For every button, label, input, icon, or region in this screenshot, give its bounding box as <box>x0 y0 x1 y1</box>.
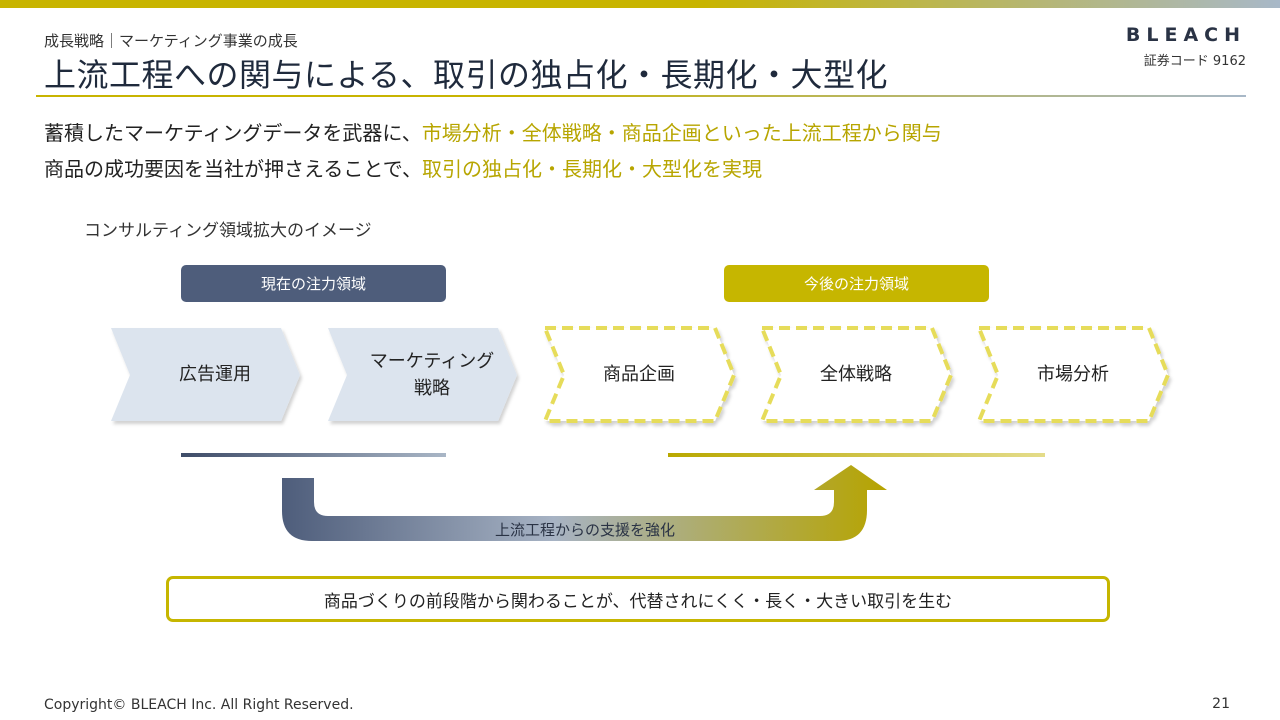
stage-chevron-0 <box>111 328 300 421</box>
stage-chevron-2 <box>542 326 737 423</box>
future-focus-badge: 今後の注力領域 <box>724 265 989 302</box>
current-focus-badge: 現在の注力領域 <box>181 265 446 302</box>
stage-chevron-1 <box>328 328 517 421</box>
company-logo: BLEACH <box>1125 24 1246 46</box>
support-arrow <box>282 465 887 541</box>
lead-line-1-highlight: 市場分析・全体戦略・商品企画といった上流工程から関与 <box>421 121 942 145</box>
lead-line-2-text: 商品の成功要因を当社が押さえることで、 <box>44 157 422 181</box>
diagram-subtitle: コンサルティング領域拡大のイメージ <box>84 221 372 241</box>
stage-chevron-4 <box>976 326 1171 423</box>
lead-line-1: 蓄積したマーケティングデータを武器に、市場分析・全体戦略・商品企画といった上流工… <box>44 117 942 146</box>
stage-label-4: 市場分析 <box>1037 364 1109 385</box>
conclusion-box: 商品づくりの前段階から関わることが、代替されにくく・長く・大きい取引を生む <box>166 576 1110 622</box>
conclusion-text: 商品づくりの前段階から関わることが、代替されにくく・長く・大きい取引を生む <box>323 591 953 612</box>
stage-label-2: 商品企画 <box>603 364 675 385</box>
stage-label-3: 全体戦略 <box>820 364 892 385</box>
title-divider <box>36 95 1246 97</box>
current-range-line <box>181 453 446 457</box>
page-number: 21 <box>1212 696 1230 712</box>
support-arrow-label: 上流工程からの支援を強化 <box>494 520 675 539</box>
lead-line-2: 商品の成功要因を当社が押さえることで、取引の独占化・長期化・大型化を実現 <box>44 153 762 182</box>
stage-label-0: 広告運用 <box>179 364 251 385</box>
lead-line-1-text: 蓄積したマーケティングデータを武器に、 <box>44 121 422 145</box>
page-title: 上流工程への関与による、取引の独占化・長期化・大型化 <box>44 56 889 94</box>
future-range-line <box>668 453 1045 457</box>
lead-line-2-highlight: 取引の独占化・長期化・大型化を実現 <box>422 157 762 181</box>
copyright: Copyright© BLEACH Inc. All Right Reserve… <box>44 697 354 713</box>
stock-code: 証券コード 9162 <box>1143 54 1246 69</box>
top-accent-bar <box>0 0 1280 8</box>
breadcrumb: 成長戦略｜マーケティング事業の成長 <box>44 32 298 50</box>
stage-chevron-3 <box>759 326 954 423</box>
stage-label-1: マーケティング 戦略 <box>369 350 495 399</box>
